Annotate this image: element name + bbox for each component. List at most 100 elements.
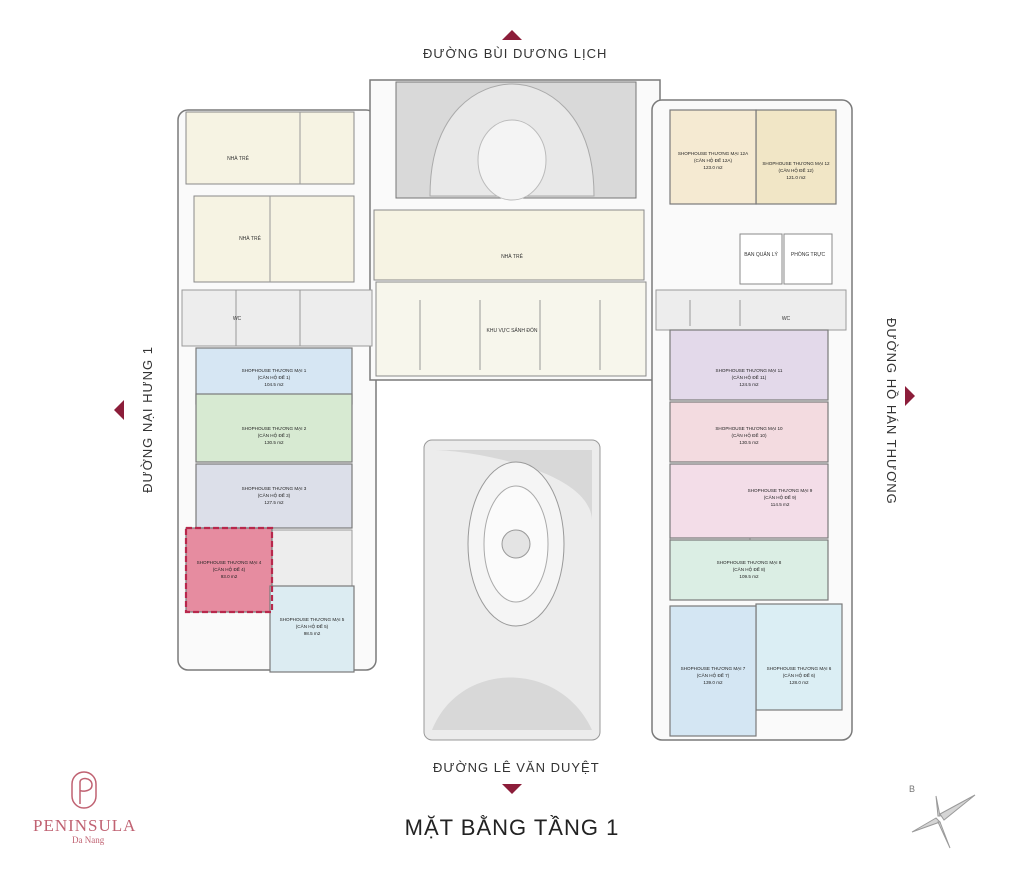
unit-12a-area: 123.0 m2	[703, 165, 723, 170]
street-east-label: ĐƯỜNG HỒ HÁN THƯƠNG	[884, 318, 899, 505]
nursery-3-area	[373, 209, 645, 281]
unit-7-room	[669, 605, 757, 737]
unit-3-label: SHOPHOUSE THƯƠNG MẠI 3 (CĂN HỘ ĐẾ 3) 127…	[242, 486, 307, 505]
unit-5-sub: (CĂN HỘ ĐẾ 5)	[296, 623, 329, 629]
units	[185, 109, 843, 737]
unit-labels: SHOPHOUSE THƯƠNG MẠI 1 (CĂN HỘ ĐẾ 1) 104…	[197, 151, 832, 685]
label-nursery-2: NHÀ TRẺ	[239, 235, 262, 242]
unit-5-area: 98.5 m2	[304, 631, 321, 636]
logo-subtitle: Da Nang	[72, 835, 105, 845]
unit-2-name: SHOPHOUSE THƯƠNG MẠI 2	[242, 426, 307, 431]
management-office-area	[739, 233, 783, 285]
unit-7-name: SHOPHOUSE THƯƠNG MẠI 7	[681, 666, 746, 671]
unit-10-label: SHOPHOUSE THƯƠNG MẠI 10 (CĂN HỘ ĐẾ 10) 1…	[715, 426, 783, 445]
peninsula-logo-icon	[71, 771, 97, 809]
compass-needle-ne	[939, 794, 976, 821]
unit-5-room	[269, 585, 355, 673]
unit-8-name: SHOPHOUSE THƯƠNG MẠI 8	[717, 560, 782, 565]
unit-6-label: SHOPHOUSE THƯƠNG MẠI 6 (CĂN HỘ ĐẾ 6) 128…	[767, 666, 832, 685]
south-arrow-icon	[502, 784, 522, 794]
unit-4-room	[185, 527, 273, 613]
unit-3-area: 127.5 m2	[264, 500, 284, 505]
unit-9-sub: (CĂN HỘ ĐẾ 9)	[764, 494, 797, 500]
logo-frame	[71, 771, 97, 809]
unit-12-room	[755, 109, 837, 205]
west-arrow-icon	[114, 400, 124, 420]
label-nursery-1: NHÀ TRẺ	[227, 155, 250, 162]
common-areas	[185, 111, 833, 377]
unit-9-room	[669, 463, 829, 539]
unit-10-area: 130.5 m2	[739, 440, 759, 445]
label-nursery-3: NHÀ TRẺ	[501, 253, 524, 260]
street-south-label: ĐƯỜNG LÊ VĂN DUYỆT	[433, 760, 600, 775]
courtyard-wave-top	[432, 450, 592, 520]
unit-10-sub: (CĂN HỘ ĐẾ 10)	[732, 432, 767, 438]
unit-6-sub: (CĂN HỘ ĐẾ 6)	[783, 672, 816, 678]
unit-9-name: SHOPHOUSE THƯƠNG MẠI 9	[748, 488, 813, 493]
courtyard-wave-bottom	[432, 677, 592, 730]
courtyard	[423, 439, 601, 741]
unit-11-label: SHOPHOUSE THƯƠNG MẠI 11 (CĂN HỘ ĐẾ 11) 1…	[716, 368, 783, 387]
logo-name: PENINSULA	[33, 816, 137, 835]
compass-needle-n	[935, 795, 941, 817]
compass-label: B	[909, 784, 916, 794]
unit-8-area: 109.5 m2	[739, 574, 759, 579]
label-wc-right: WC	[782, 316, 791, 322]
unit-12-label: SHOPHOUSE THƯƠNG MẠI 12 (CĂN HỘ ĐẾ 12) 1…	[762, 161, 830, 180]
lobby-area	[375, 281, 647, 377]
logo-p-stem	[79, 777, 93, 804]
unit-7-area: 139.0 m2	[703, 680, 723, 685]
unit-12a-room	[669, 109, 757, 205]
unit-4-area: 93.0 m2	[221, 574, 238, 579]
unit-12a-label: SHOPHOUSE THƯƠNG MẠI 12A (CĂN HỘ ĐẾ 12A)…	[678, 151, 749, 170]
unit-8-room	[669, 539, 829, 601]
unit-4-sub: (CĂN HỘ ĐẾ 4)	[213, 566, 246, 572]
unit-12-sub: (CĂN HỘ ĐẾ 12)	[779, 167, 814, 173]
unit-3-room	[195, 463, 353, 529]
unit-7-sub: (CĂN HỘ ĐẾ 7)	[697, 672, 730, 678]
unit-2-area: 130.5 m2	[264, 440, 284, 445]
unit-2-room	[195, 393, 353, 463]
unit-8-label: SHOPHOUSE THƯƠNG MẠI 8 (CĂN HỘ ĐẾ 8) 109…	[717, 560, 782, 579]
unit-4-label: SHOPHOUSE THƯƠNG MẠI 4 (CĂN HỘ ĐẾ 4) 93.…	[197, 560, 262, 579]
unit-6-room	[755, 603, 843, 711]
unit-1-label: SHOPHOUSE THƯƠNG MẠI 1 (CĂN HỘ ĐẾ 1) 104…	[242, 368, 307, 387]
unit-12-name: SHOPHOUSE THƯƠNG MẠI 12	[762, 161, 830, 166]
unit-11-area: 124.5 m2	[739, 382, 759, 387]
unit-2-sub: (CĂN HỘ ĐẾ 2)	[258, 432, 291, 438]
nursery-1-area	[185, 111, 355, 185]
unit-1-sub: (CĂN HỘ ĐẾ 1)	[258, 374, 291, 380]
entrance-oval	[477, 119, 547, 201]
street-north-label: ĐƯỜNG BÙI DƯƠNG LỊCH	[423, 46, 608, 61]
west-corridor	[181, 289, 373, 347]
unit-12-area: 121.0 m2	[786, 175, 806, 180]
unit-3-sub: (CĂN HỘ ĐẾ 3)	[258, 492, 291, 498]
compass-needle-s	[937, 821, 951, 849]
unit-1-name: SHOPHOUSE THƯƠNG MẠI 1	[242, 368, 307, 373]
north-arrow-icon	[502, 30, 522, 40]
unit-12a-name: SHOPHOUSE THƯƠNG MẠI 12A	[678, 151, 749, 156]
unit-9-label: SHOPHOUSE THƯƠNG MẠI 9 (CĂN HỘ ĐẾ 9) 114…	[748, 488, 813, 507]
unit-4-name: SHOPHOUSE THƯƠNG MẠI 4	[197, 560, 262, 565]
unit-12a-sub: (CĂN HỘ ĐẾ 12A)	[694, 157, 733, 163]
unit-6-area: 128.0 m2	[789, 680, 809, 685]
unit-11-name: SHOPHOUSE THƯƠNG MẠI 11	[716, 368, 783, 373]
unit-8-sub: (CĂN HỘ ĐẾ 8)	[733, 566, 766, 572]
interior-lines	[235, 112, 741, 370]
unit-7-label: SHOPHOUSE THƯƠNG MẠI 7 (CĂN HỘ ĐẾ 7) 139…	[681, 666, 746, 685]
east-arrow-icon	[905, 386, 915, 406]
courtyard-fountain	[501, 529, 531, 559]
east-corridor	[655, 289, 847, 331]
unit-11-room	[669, 329, 829, 401]
unit-4-highlight	[184, 526, 274, 614]
unit-11-sub: (CĂN HỘ ĐẾ 11)	[732, 374, 767, 380]
unit-9-area: 114.5 m2	[771, 502, 790, 507]
area-labels: NHÀ TRẺ NHÀ TRẺ NHÀ TRẺ KHU VỰC SẢNH ĐÓN…	[227, 155, 825, 334]
compass-icon	[911, 794, 976, 849]
north-entrance	[395, 81, 637, 201]
unit-5-label: SHOPHOUSE THƯƠNG MẠI 5 (CĂN HỘ ĐẾ 5) 98.…	[280, 617, 345, 636]
unit-10-room	[669, 401, 829, 463]
compass-needle-sw	[911, 817, 941, 833]
unit-10-name: SHOPHOUSE THƯƠNG MẠI 10	[715, 426, 783, 431]
